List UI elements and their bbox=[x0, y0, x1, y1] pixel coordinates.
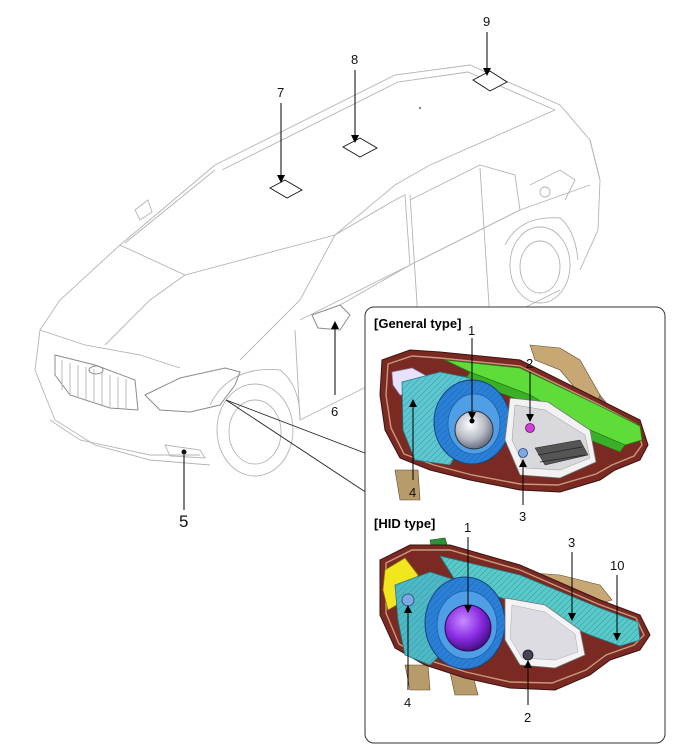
general-type-title: [General type] bbox=[374, 316, 461, 331]
hid-type-title: [HID type] bbox=[374, 516, 435, 531]
car-outline bbox=[34, 64, 601, 477]
hid-callout-4: 4 bbox=[404, 695, 411, 710]
marker-9 bbox=[472, 70, 508, 92]
general-headlamp bbox=[379, 344, 649, 501]
general-callout-1: 1 bbox=[468, 323, 475, 338]
sensor-markers bbox=[269, 70, 508, 199]
general-callout-3: 3 bbox=[519, 509, 526, 524]
hid-headlamp bbox=[379, 537, 651, 696]
hid-callout-10: 10 bbox=[610, 558, 624, 573]
callout-9: 9 bbox=[483, 14, 490, 29]
marker-7 bbox=[269, 179, 303, 199]
marker-8 bbox=[342, 137, 378, 158]
hid-callout-1: 1 bbox=[464, 520, 471, 535]
callout-7: 7 bbox=[277, 85, 284, 100]
hid-callout-3: 3 bbox=[568, 535, 575, 550]
general-callout-2: 2 bbox=[526, 356, 533, 371]
callout-8: 8 bbox=[351, 52, 358, 67]
callout-5: 5 bbox=[179, 512, 188, 531]
hid-callout-2: 2 bbox=[524, 710, 531, 725]
general-callout-arrows bbox=[409, 338, 534, 505]
inset-leader-lines bbox=[225, 399, 371, 496]
hid-callout-arrows bbox=[404, 537, 621, 705]
callout-6: 6 bbox=[331, 404, 338, 419]
general-callout-4: 4 bbox=[409, 485, 416, 500]
car-callout-arrows bbox=[183, 32, 491, 510]
